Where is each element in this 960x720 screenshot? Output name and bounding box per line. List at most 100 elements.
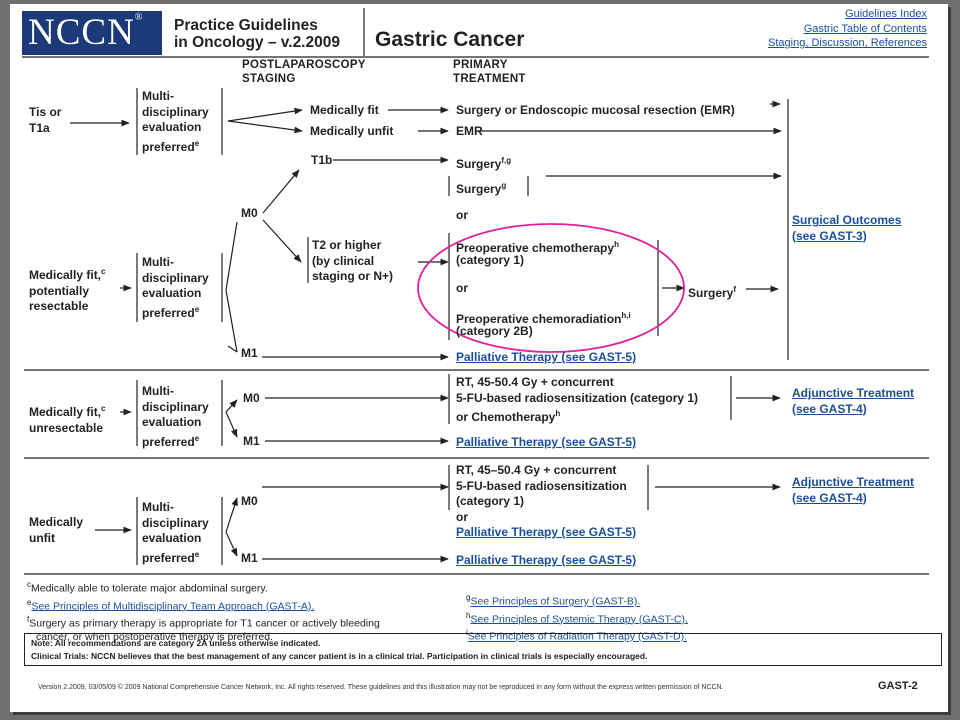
row4-eval: Multi- disciplinary evaluation preferred… [142,500,209,566]
row2-t1b: T1b [311,153,333,167]
row3-rt-line3: or Chemotherapy [456,410,556,424]
guidelines-index-link[interactable]: Guidelines Index [845,8,927,20]
row4-adjunctive-line2[interactable]: (see GAST-4) [792,490,867,505]
row4-m0: M0 [241,494,258,508]
row3-stage-line1: Medically fit, [29,405,102,419]
row2-surgery-g: Surgeryg [456,178,506,198]
row2-eval-line4: preferred [142,305,195,320]
row2-stage: Medically fit,c potentially resectable [29,264,105,315]
row2-cat2b: (category 2B) [456,324,533,338]
row2-surgery-f: Surgeryf [688,282,736,302]
row3-eval-line4: preferred [142,434,195,449]
row1-eval-line3: evaluation [142,120,202,134]
staging-header-line1: POSTLAPAROSCOPY [242,59,366,71]
footnote-f-line1: Surgery as primary therapy is appropriat… [29,617,380,630]
row2-surgery-f-sup: f [733,285,737,294]
row2-eval-line2: disciplinary [142,270,209,285]
nccn-logo: NCCN® [22,11,162,55]
row4-eval-line2: disciplinary [142,515,209,530]
header-subtitle: Practice Guidelines in Oncology – v.2.20… [174,17,340,51]
row4-rt-or: or [456,509,468,524]
copyright-footer: Version 2.2009, 03/05/09 © 2009 National… [38,684,724,691]
row4-stage-line1: Medically [29,515,84,529]
highlight-ellipse [417,223,685,353]
note-box: Note: All recommendations are category 2… [24,633,942,666]
page-number: GAST-2 [878,680,918,692]
row2-stage-sup: c [101,267,106,276]
row3-adjunctive-line2[interactable]: (see GAST-4) [792,401,867,416]
footnote-f: fSurgery as primary therapy is appropria… [27,615,380,630]
row3-adjunctive-link[interactable]: Adjunctive Treatment (see GAST-4) [792,386,914,417]
slide-page [10,4,948,712]
row4-rt: RT, 45–50.4 Gy + concurrent 5-FU-based r… [456,463,627,525]
row2-eval-line3: evaluation [142,286,202,300]
row2-eval-line1: Multi- [142,255,174,269]
row3-m1: M1 [243,434,260,448]
treatment-header-line2: TREATMENT [453,73,526,85]
row4-eval-sup: e [194,549,200,559]
row2-preop-chemorad-label: Preoperative chemoradiation [456,312,622,326]
footnote-e-link[interactable]: See Principles of Multidisciplinary Team… [31,600,315,612]
row3-adjunctive-line1[interactable]: Adjunctive Treatment [792,386,915,400]
row1-stage-line2: T1a [29,120,50,135]
row1-stage: Tis or T1a [29,105,61,136]
row1-eval-line1: Multi- [142,89,174,103]
row4-rt-line2: 5-FU-based radiosensitization [456,478,627,493]
table-of-contents-link[interactable]: Gastric Table of Contents [803,22,927,35]
row2-t2-line2: (by clinical [312,253,375,268]
footnote-c: cMedically able to tolerate major abdomi… [27,580,268,595]
row2-t2-line1: T2 or higher [312,238,382,252]
note-line2: Clinical Trials: NCCN believes that the … [31,651,648,661]
row1-eval-line4: preferred [142,139,195,154]
note-line1: Note: All recommendations are category 2… [31,638,321,648]
row3-palliative-link[interactable]: Palliative Therapy (see GAST-5) [456,435,637,449]
row2-preop-chemo: Preoperative chemotherapyh [456,237,619,257]
row2-surgery-g-label: Surgery [456,182,502,196]
row4-adjunctive-line1[interactable]: Adjunctive Treatment [792,475,915,489]
row2-surgery-fg-label: Surgery [456,157,502,171]
row2-preop-chemo-sup: h [614,240,619,249]
row2-cat1: (category 1) [456,253,525,267]
row2-or2: or [456,281,468,295]
row4-eval-line4: preferred [142,550,195,565]
row1-medically-fit: Medically fit [310,103,379,117]
footnote-h: hSee Principles of Systemic Therapy (GAS… [466,610,688,626]
footnote-g-link[interactable]: See Principles of Surgery (GAST-B). [470,595,641,608]
row2-m0: M0 [241,206,258,220]
row4-m1: M1 [241,551,258,565]
surgical-outcomes-link[interactable]: Surgical Outcomes (see GAST-3) [792,213,901,244]
row2-preop-chemorad: Preoperative chemoradiationh,i [456,308,631,328]
staging-discussion-link[interactable]: Staging, Discussion, References [768,37,927,49]
row2-surgery-fg-sup: f,g [501,156,512,165]
row2-preop-chemo-label: Preoperative chemotherapy [456,241,615,255]
row4-adjunctive-link[interactable]: Adjunctive Treatment (see GAST-4) [792,475,914,506]
row4-palliative-inline-link[interactable]: Palliative Therapy (see GAST-5) [456,525,637,539]
footnote-h-link[interactable]: See Principles of Systemic Therapy (GAST… [470,613,688,625]
subtitle-line1: Practice Guidelines [174,17,318,34]
row2-palliative-link[interactable]: Palliative Therapy (see GAST-5) [456,350,637,364]
row2-stage-line2: potentially [29,283,90,298]
row1-medically-unfit: Medically unfit [310,124,394,138]
row3-rt: RT, 45-50.4 Gy + concurrent 5-FU-based r… [456,375,698,426]
row2-m1: M1 [241,346,258,360]
row3-eval-line2: disciplinary [142,399,209,414]
footnote-g: gSee Principles of Surgery (GAST-B). [466,593,641,608]
footnote-c-text: Medically able to tolerate major abdomin… [31,582,268,595]
row2-t2-higher: T2 or higher (by clinical staging or N+) [312,238,393,285]
row2-surgery-g-sup: g [501,181,507,190]
row4-eval-line3: evaluation [142,531,202,545]
surgical-outcomes-line2[interactable]: (see GAST-3) [792,228,867,243]
row4-stage: Medically unfit [29,515,83,546]
row3-stage: Medically fit,c unresectable [29,401,105,436]
row4-palliative-link[interactable]: Palliative Therapy (see GAST-5) [456,553,637,567]
surgical-outcomes-line1[interactable]: Surgical Outcomes [792,213,902,227]
treatment-header-line1: PRIMARY [453,59,508,71]
row2-t2-line3: staging or N+) [312,269,394,283]
row1-stage-line1: Tis or [29,105,62,119]
footnote-e: eSee Principles of Multidisciplinary Tea… [27,597,315,613]
row2-or1: or [456,208,468,222]
row1-treat-unfit: EMR [456,124,483,138]
row4-eval-line1: Multi- [142,500,174,514]
row2-surgery-f-label: Surgery [688,286,734,300]
